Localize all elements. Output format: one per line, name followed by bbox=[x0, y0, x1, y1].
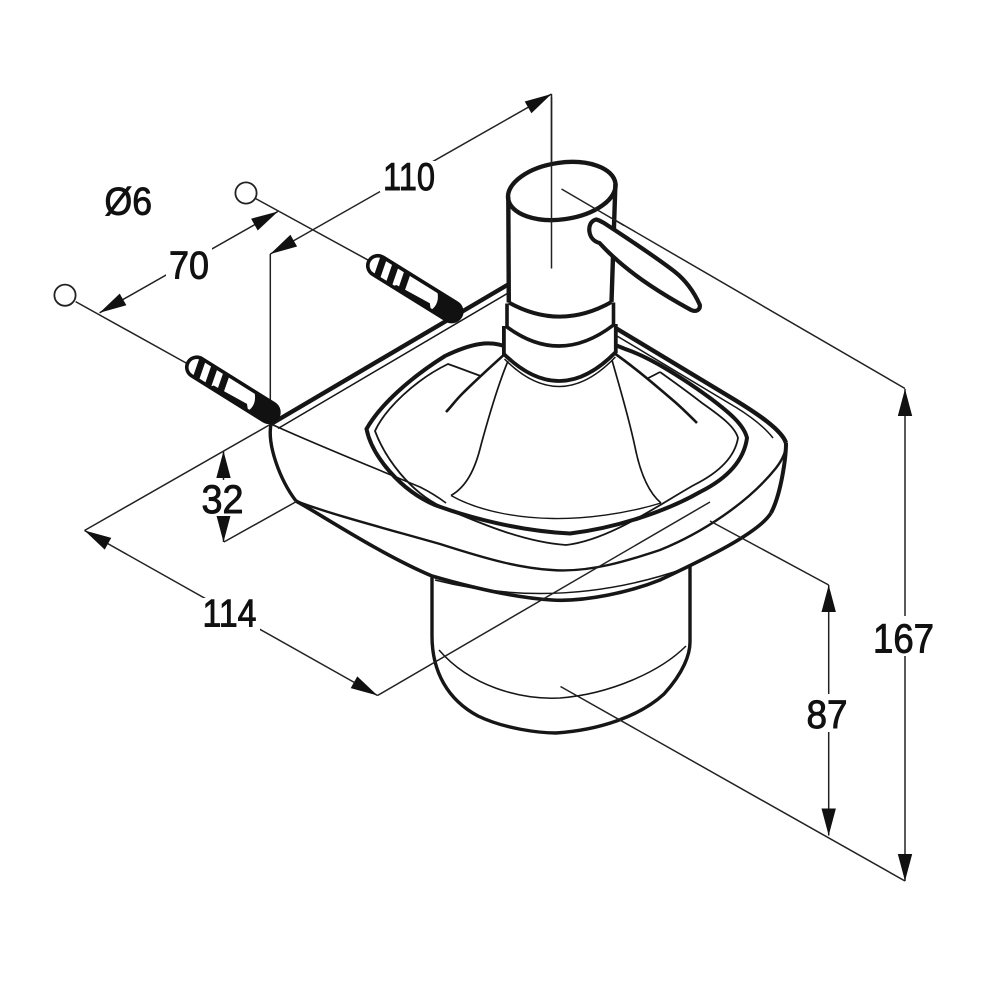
svg-text:87: 87 bbox=[807, 693, 848, 737]
svg-text:167: 167 bbox=[873, 616, 934, 662]
svg-text:70: 70 bbox=[169, 245, 209, 288]
svg-text:110: 110 bbox=[383, 156, 435, 199]
svg-text:Ø6: Ø6 bbox=[105, 181, 153, 224]
svg-text:114: 114 bbox=[203, 593, 257, 636]
svg-text:32: 32 bbox=[202, 478, 244, 522]
